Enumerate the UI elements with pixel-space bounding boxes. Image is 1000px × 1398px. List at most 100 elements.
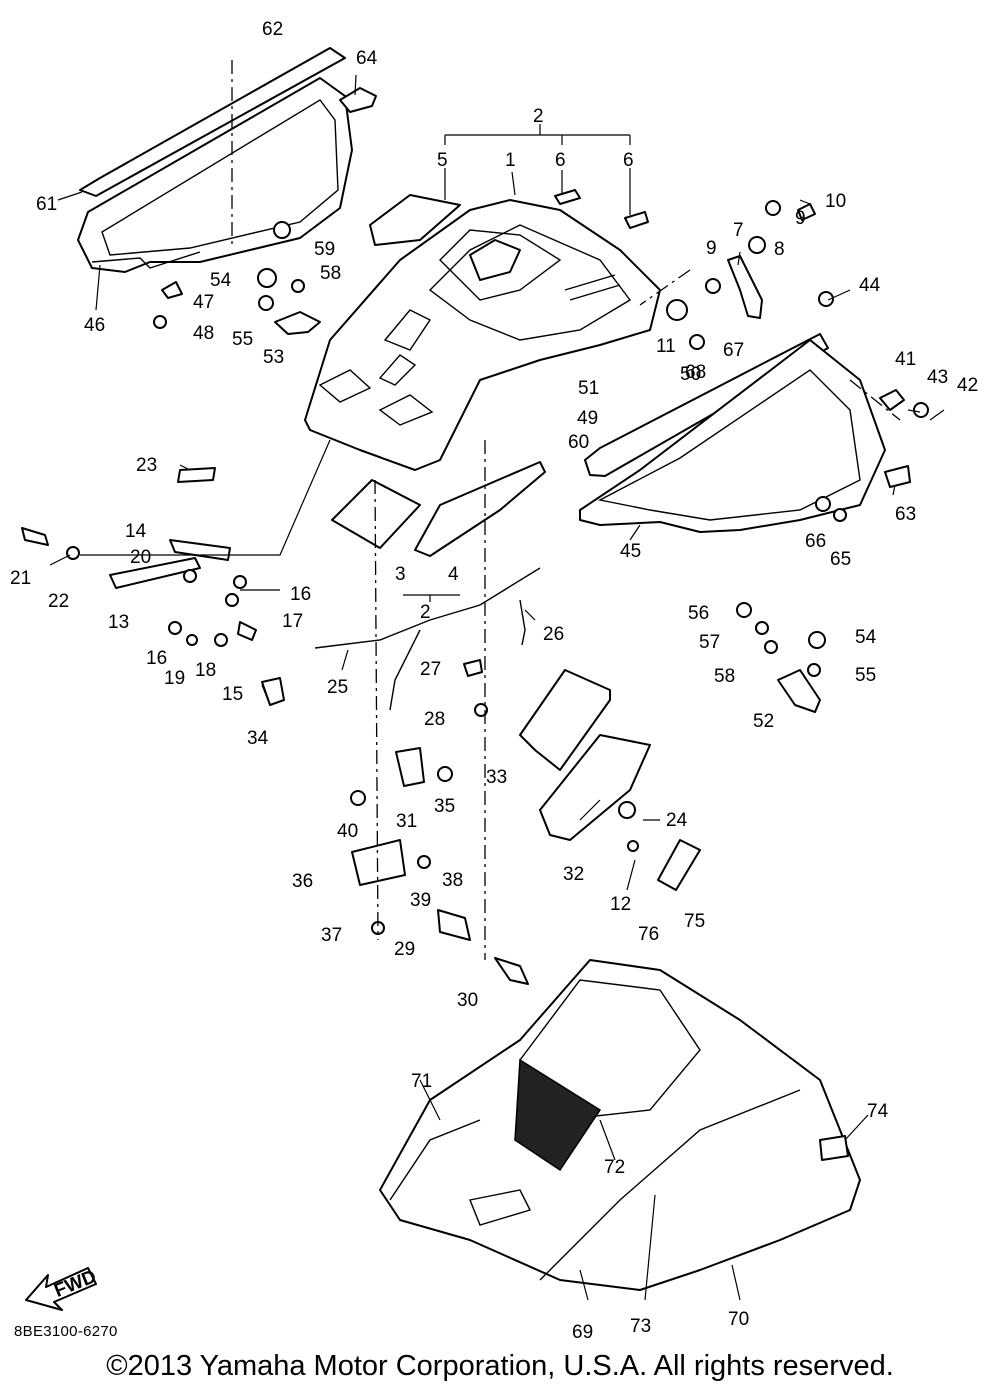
leader-lines — [49, 74, 945, 1301]
fwd-label: FWD — [51, 1266, 99, 1302]
callout-52: 52 — [753, 711, 774, 732]
callout-13: 13 — [108, 612, 129, 633]
callout-5: 5 — [437, 150, 448, 171]
callout-60: 60 — [568, 432, 589, 453]
group-bracket-2-mid — [403, 594, 460, 602]
callout-55-a: 55 — [232, 329, 253, 350]
callout-57: 57 — [699, 632, 720, 653]
callout-14: 14 — [125, 521, 147, 542]
callout-9-a: 9 — [706, 238, 717, 259]
callout-16-a: 16 — [290, 584, 311, 605]
callout-18: 18 — [195, 660, 216, 681]
cable-25 — [314, 567, 541, 711]
callout-39: 39 — [410, 890, 431, 911]
callout-59: 59 — [314, 239, 335, 260]
callout-38: 38 — [442, 870, 463, 891]
callout-49: 49 — [577, 408, 598, 429]
callout-73: 73 — [630, 1316, 651, 1337]
callout-23: 23 — [136, 455, 157, 476]
latch-parts — [350, 659, 639, 985]
callout-72: 72 — [604, 1157, 625, 1178]
callout-30: 30 — [457, 990, 478, 1011]
callout-65: 65 — [830, 549, 851, 570]
callout-51: 51 — [578, 378, 599, 399]
callout-27: 27 — [420, 659, 441, 680]
callout-6-b: 6 — [623, 150, 634, 171]
callout-28: 28 — [424, 709, 445, 730]
callout-53: 53 — [263, 347, 284, 368]
callout-50: 50 — [680, 364, 701, 385]
callout-16-b: 16 — [146, 648, 167, 669]
side-trims-3-4 — [331, 461, 546, 557]
hood-clips-6 — [554, 189, 649, 229]
strips-75-76 — [657, 839, 701, 891]
callout-34: 34 — [247, 728, 269, 749]
callout-76: 76 — [638, 924, 659, 945]
callout-63: 63 — [895, 504, 916, 525]
callout-56: 56 — [688, 603, 709, 624]
callout-2-mid: 2 — [420, 602, 431, 623]
callout-64: 64 — [356, 48, 378, 69]
callout-12: 12 — [610, 894, 631, 915]
callout-6-a: 6 — [555, 150, 566, 171]
left-bracket-64 — [339, 87, 377, 113]
callout-45: 45 — [620, 541, 641, 562]
callout-3: 3 — [395, 564, 406, 585]
copyright-notice: ©2013 Yamaha Motor Corporation, U.S.A. A… — [106, 1350, 894, 1382]
diagram-code: 8BE3100-6270 — [14, 1323, 118, 1340]
callout-62: 62 — [262, 19, 283, 40]
callout-71: 71 — [411, 1071, 432, 1092]
callout-33: 33 — [486, 767, 507, 788]
callout-4: 4 — [448, 564, 459, 585]
callout-70: 70 — [728, 1309, 749, 1330]
callout-21: 21 — [10, 568, 31, 589]
callout-40: 40 — [337, 821, 358, 842]
callout-58-b: 58 — [714, 666, 735, 687]
callout-55-b: 55 — [855, 665, 876, 686]
right-clamp-52 — [736, 602, 826, 713]
assembly-guides — [231, 60, 901, 960]
ducts-32-33 — [519, 669, 651, 841]
callout-9-b: 9 — [795, 208, 806, 229]
callout-8: 8 — [774, 239, 785, 260]
hood — [304, 199, 661, 471]
callout-74: 74 — [867, 1101, 889, 1122]
callout-42: 42 — [957, 375, 978, 396]
callout-54-b: 54 — [855, 627, 877, 648]
callout-35: 35 — [434, 796, 455, 817]
fwd-arrow-icon: FWD — [25, 1266, 99, 1311]
callout-54-a: 54 — [210, 270, 232, 291]
callout-19: 19 — [164, 668, 185, 689]
lower-hood — [379, 959, 861, 1291]
callout-10: 10 — [825, 191, 846, 212]
left-side-panel — [77, 47, 353, 273]
right-side-panel — [579, 333, 886, 533]
callout-67: 67 — [723, 340, 744, 361]
callout-26: 26 — [543, 624, 564, 645]
callout-69: 69 — [572, 1322, 593, 1343]
callout-58-a: 58 — [320, 263, 341, 284]
callout-44: 44 — [859, 275, 881, 296]
callout-75: 75 — [684, 911, 705, 932]
callout-46: 46 — [84, 315, 105, 336]
hood-trim-5 — [369, 194, 461, 246]
callout-41: 41 — [895, 349, 916, 370]
callout-24: 24 — [666, 810, 688, 831]
callout-36: 36 — [292, 871, 313, 892]
callout-47: 47 — [193, 292, 214, 313]
callout-2-top: 2 — [533, 106, 544, 127]
callout-22: 22 — [48, 591, 69, 612]
callout-17: 17 — [282, 611, 303, 632]
right-hinge-parts — [666, 200, 929, 522]
group-bracket-2-top — [444, 124, 631, 145]
callout-1: 1 — [505, 150, 516, 171]
callout-43: 43 — [927, 367, 948, 388]
small-hardware — [21, 527, 285, 706]
callout-labels: 1 2 2 3 4 5 6 6 7 8 9 9 10 11 12 13 14 1… — [10, 19, 978, 1343]
callout-48: 48 — [193, 323, 214, 344]
callout-29: 29 — [394, 939, 415, 960]
callout-31: 31 — [396, 811, 417, 832]
callout-11: 11 — [656, 336, 676, 357]
callout-25: 25 — [327, 677, 348, 698]
